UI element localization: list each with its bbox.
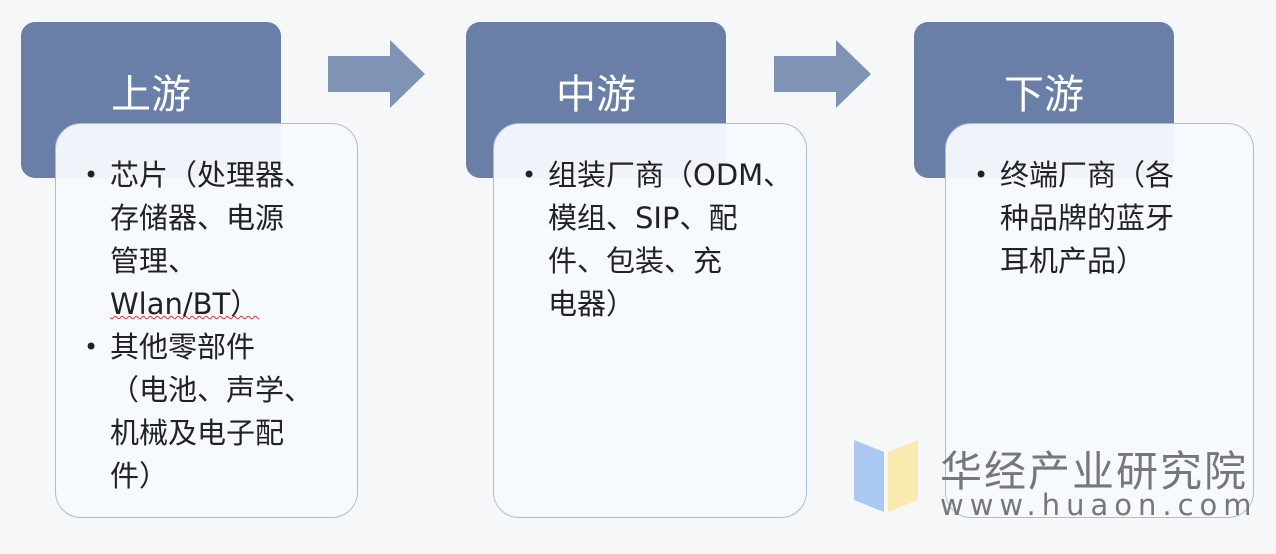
line: 其他零部件 — [110, 330, 256, 364]
stage-title: 下游 — [1004, 72, 1084, 118]
stage-title: 上游 — [111, 72, 191, 118]
bullet-item: 组装厂商（ODM、 模组、SIP、配 件、包装、充 电器） — [516, 154, 792, 326]
line: 终端厂商（各 — [1000, 158, 1175, 192]
line: 耳机产品） — [1000, 244, 1146, 278]
line: 件） — [110, 459, 169, 493]
stage-title: 中游 — [556, 72, 636, 118]
line: 模组、SIP、配 — [548, 201, 738, 235]
line: 管理、 — [110, 244, 198, 278]
arrow-right-icon — [774, 40, 871, 108]
bullet-item: 其他零部件 （电池、声学、 机械及电子配 件） — [78, 326, 343, 498]
stage-details-midstream: 组装厂商（ODM、 模组、SIP、配 件、包装、充 电器） — [493, 123, 807, 518]
watermark-name: 华经产业研究院 — [940, 447, 1249, 496]
bullet-item: 芯片（处理器、 存储器、电源 管理、 Wlan/BT） — [78, 154, 343, 326]
line: 组装厂商（ODM、 — [548, 158, 793, 192]
line: Wlan/BT） — [110, 287, 260, 321]
arrow-right-icon — [328, 40, 425, 108]
line: 电器） — [548, 287, 636, 321]
stage-details-downstream: 终端厂商（各 种品牌的蓝牙 耳机产品） — [945, 123, 1254, 518]
bullet-item: 终端厂商（各 种品牌的蓝牙 耳机产品） — [968, 154, 1239, 283]
line: 芯片（处理器、 — [110, 158, 314, 192]
line: （电池、声学、 — [110, 373, 314, 407]
stage-details-upstream: 芯片（处理器、 存储器、电源 管理、 Wlan/BT） 其他零部件 （电池、声学… — [55, 123, 358, 518]
huaon-logo-icon — [854, 440, 918, 512]
line: 机械及电子配 — [110, 416, 285, 450]
watermark-url: www.huaon.com — [940, 488, 1258, 522]
line: 存储器、电源 — [110, 201, 285, 235]
line: 种品牌的蓝牙 — [1000, 201, 1175, 235]
line: 件、包装、充 — [548, 244, 723, 278]
